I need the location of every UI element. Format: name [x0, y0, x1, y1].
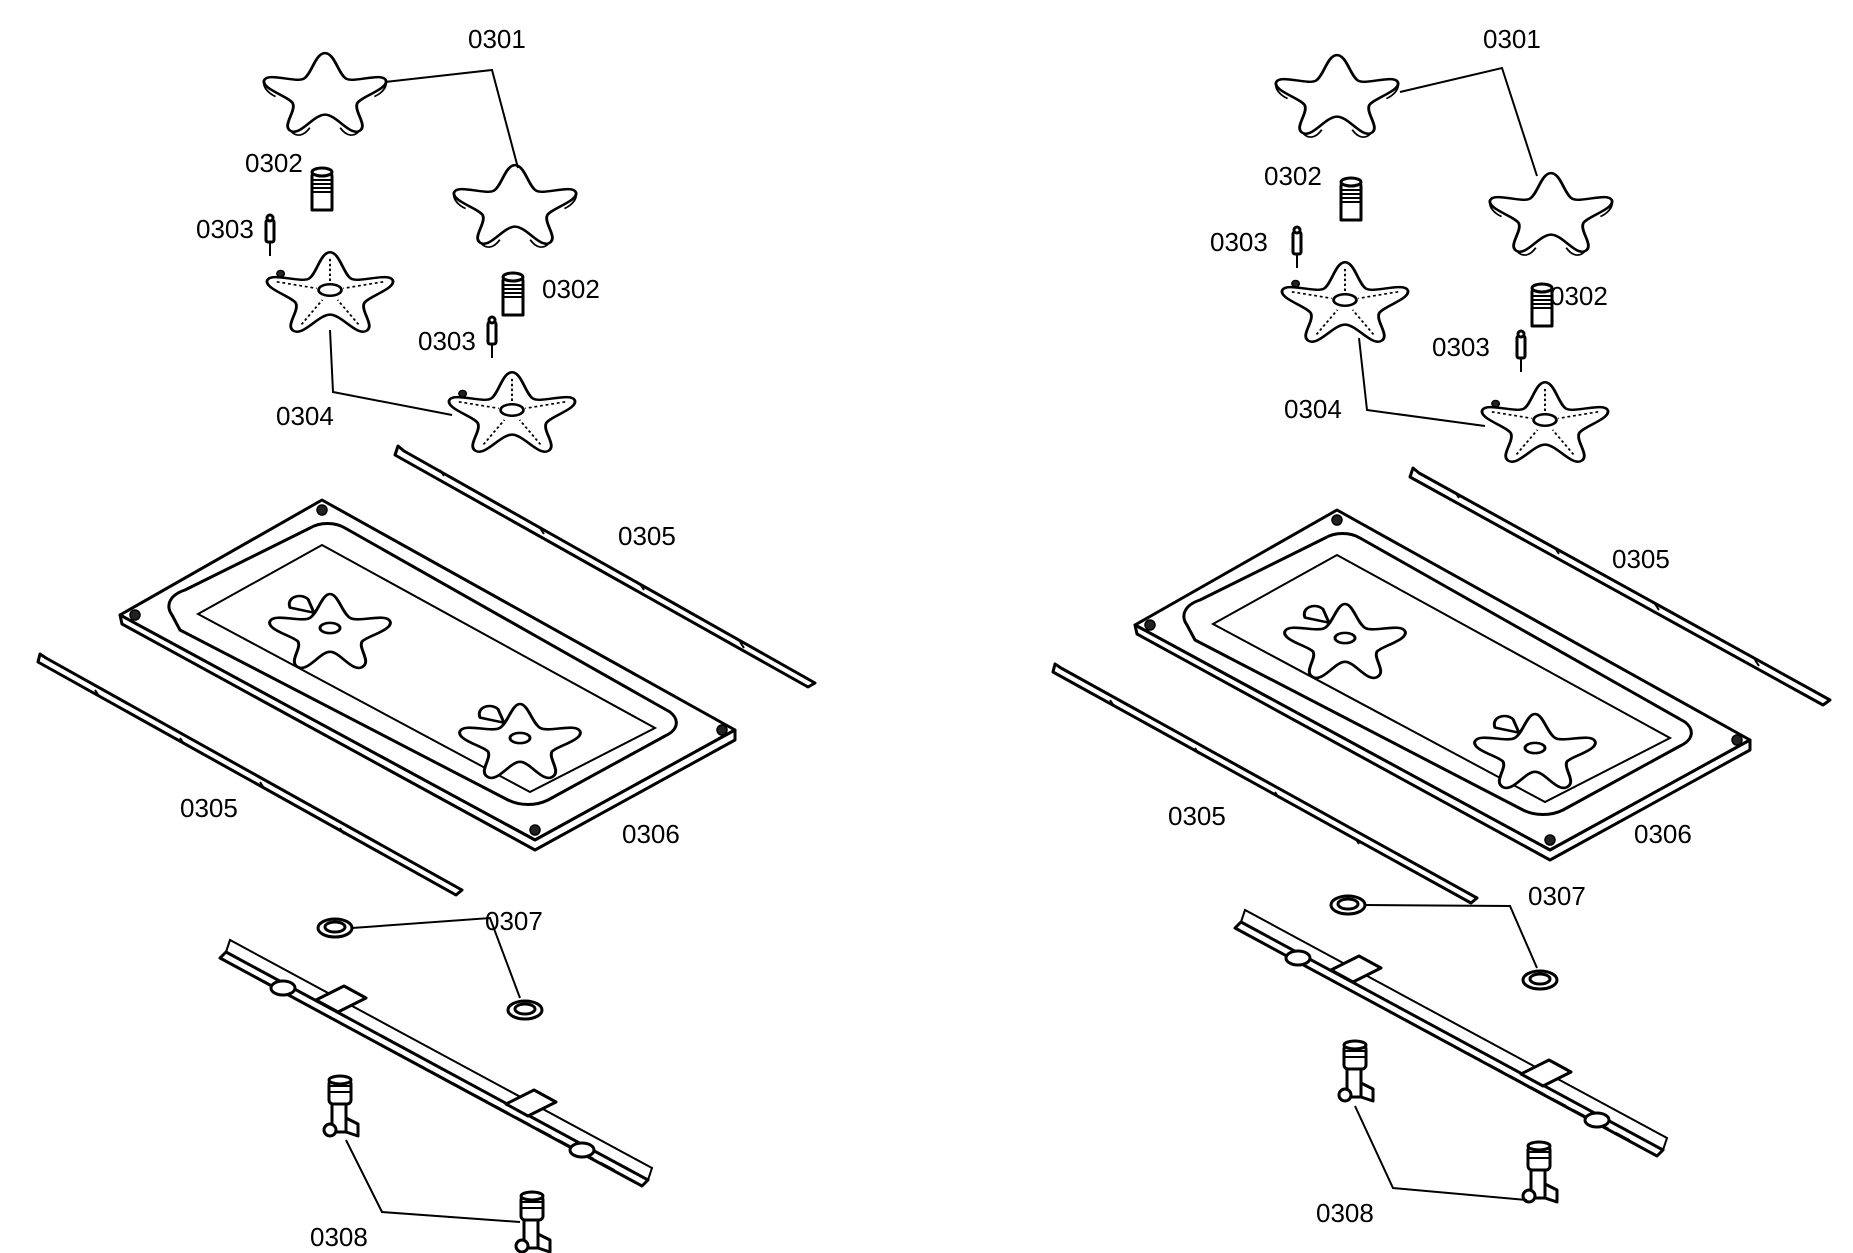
- igniter-0303-c: [1291, 225, 1303, 270]
- label-0302: 0302: [245, 148, 303, 178]
- valve-0308-c: [1337, 1039, 1375, 1103]
- label-0307: 0307: [485, 906, 543, 936]
- label-0301: 0301: [468, 24, 526, 54]
- label-0302: 0302: [1264, 161, 1322, 191]
- burner-0304-d: [1480, 380, 1610, 464]
- label-0306: 0306: [622, 819, 680, 849]
- igniter-0303-d: [1515, 329, 1527, 374]
- burner-0304-c: [1280, 260, 1410, 344]
- label-0303: 0303: [1210, 227, 1268, 257]
- label-0305: 0305: [1168, 801, 1226, 831]
- label-0306: 0306: [1634, 819, 1692, 849]
- injector-0302-d: [1530, 282, 1554, 328]
- cap-0301-c: [1274, 53, 1400, 139]
- seal-ring-0307-d: [1521, 969, 1559, 991]
- cap-0301-d: [1488, 171, 1614, 257]
- seal-ring-0307-c: [1329, 894, 1367, 916]
- label-0303: 0303: [1432, 332, 1490, 362]
- label-0301: 0301: [1483, 24, 1541, 54]
- injector-0302-c: [1339, 176, 1363, 222]
- label-0304: 0304: [276, 401, 334, 431]
- label-0304: 0304: [1284, 394, 1342, 424]
- right-assembly: 0301 0302 0303 0302 0303 0304 0305 0305 …: [1051, 24, 1832, 1228]
- valve-0308-d: [1521, 1140, 1559, 1204]
- label-0305: 0305: [180, 793, 238, 823]
- label-0308: 0308: [310, 1222, 368, 1252]
- label-0305: 0305: [618, 521, 676, 551]
- label-0303: 0303: [196, 214, 254, 244]
- label-0308: 0308: [1316, 1198, 1374, 1228]
- label-0302: 0302: [542, 274, 600, 304]
- label-0307: 0307: [1528, 881, 1586, 911]
- label-0303: 0303: [418, 326, 476, 356]
- label-0302: 0302: [1550, 281, 1608, 311]
- label-0305: 0305: [1612, 544, 1670, 574]
- left-assembly: 0301 0302 0303 0302 0303 0304 0305 0305 …: [38, 24, 815, 1252]
